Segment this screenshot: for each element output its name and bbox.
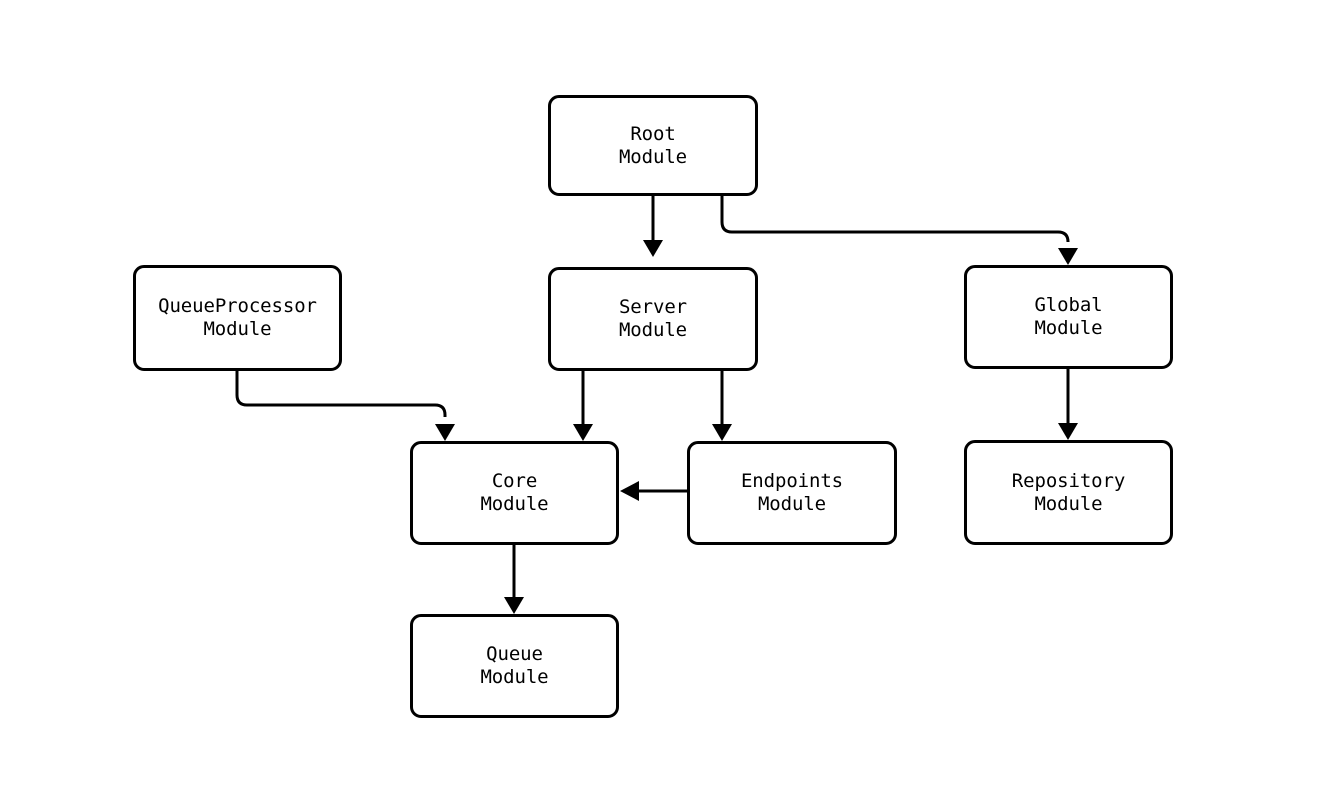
- node-server-module-label-line1: Server: [618, 296, 688, 318]
- edge-root-to-server: [643, 196, 663, 257]
- edge-endpoints-to-core: [620, 481, 688, 501]
- edge-server-to-core: [573, 371, 593, 441]
- edge-queueprocessor-to-core: [235, 371, 455, 441]
- node-queue-module-label-line2: Module: [480, 666, 549, 688]
- node-queue-module[interactable]: Queue Module: [410, 614, 619, 718]
- edge-root-to-global: [720, 196, 1078, 265]
- node-server-module[interactable]: Server Module: [548, 267, 758, 371]
- node-core-module-label-line1: Core: [491, 470, 538, 492]
- edge-server-to-endpoints: [712, 371, 732, 441]
- edge-global-to-repository: [1058, 369, 1078, 440]
- node-global-module-label-line1: Global: [1034, 294, 1103, 316]
- node-core-module[interactable]: Core Module: [410, 441, 619, 545]
- node-server-module-label-line2: Module: [618, 319, 688, 341]
- node-queueprocessor-module-label-line1: QueueProcessor: [158, 295, 317, 317]
- node-repository-module[interactable]: Repository Module: [964, 440, 1173, 545]
- node-root-module-label-line1: Root: [630, 122, 676, 145]
- node-repository-module-label-line2: Module: [1034, 492, 1103, 515]
- edge-core-to-queue: [504, 545, 524, 614]
- node-global-module-label-line2: Module: [1034, 317, 1103, 339]
- node-repository-module-label-line1: Repository: [1011, 469, 1126, 492]
- node-root-module[interactable]: Root Module: [548, 95, 758, 196]
- node-endpoints-module-label-line1: Endpoints: [740, 470, 844, 492]
- node-queueprocessor-module[interactable]: QueueProcessor Module: [133, 265, 342, 371]
- node-endpoints-module[interactable]: Endpoints Module: [687, 441, 897, 545]
- node-endpoints-module-label-line2: Module: [757, 493, 827, 515]
- node-global-module[interactable]: Global Module: [964, 265, 1173, 369]
- node-queueprocessor-module-label-line2: Module: [203, 318, 272, 340]
- node-root-module-label-line2: Module: [618, 145, 688, 168]
- node-core-module-label-line2: Module: [480, 493, 549, 515]
- node-queue-module-label-line1: Queue: [486, 643, 543, 665]
